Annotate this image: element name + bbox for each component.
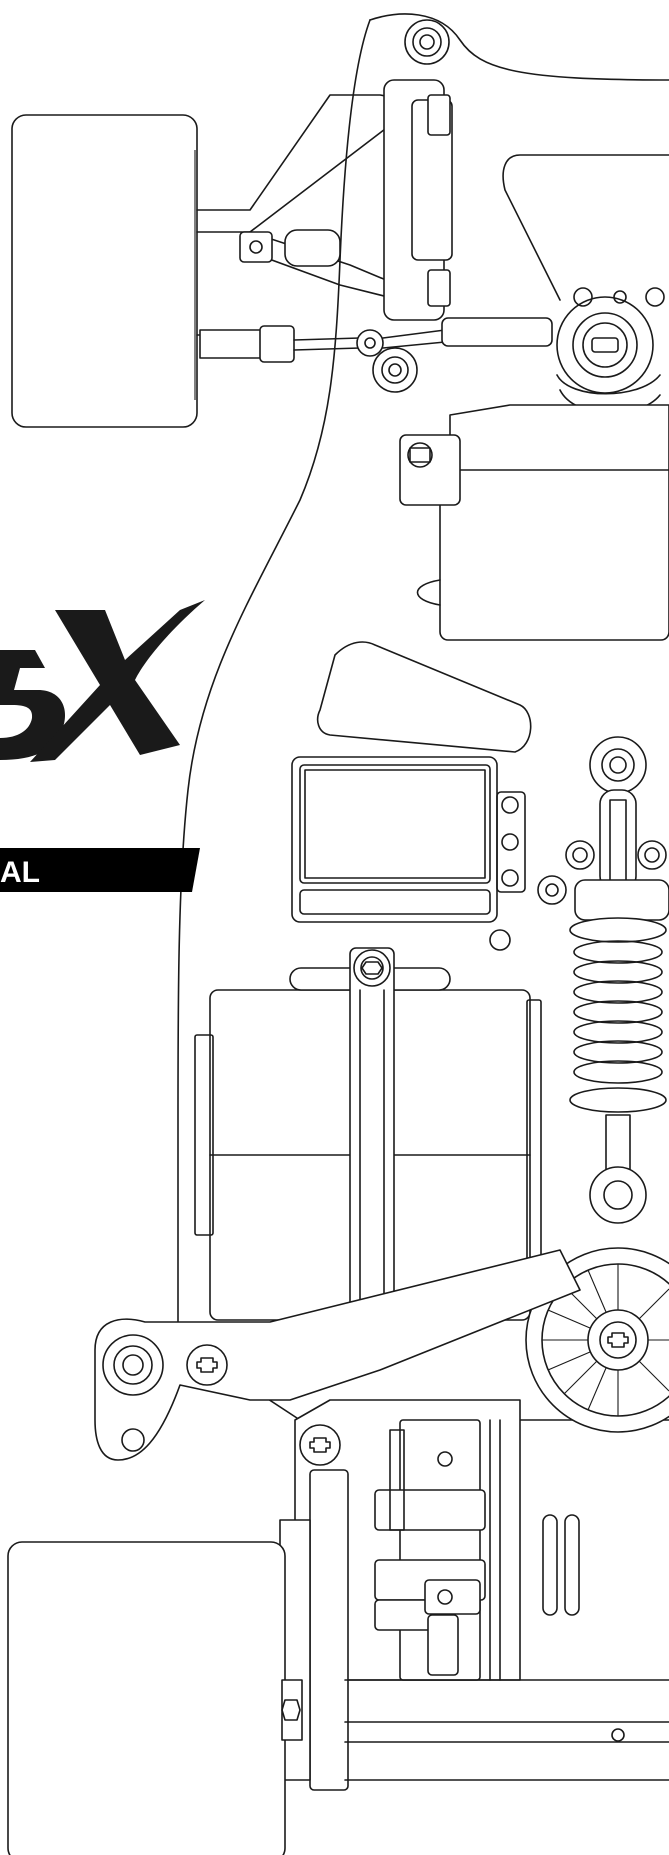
logo-x-glyph — [30, 600, 205, 762]
front-bulkhead-plate — [502, 154, 669, 301]
receiver-box — [291, 756, 526, 951]
servo-saver — [556, 287, 665, 414]
rear-axle-hex — [281, 1679, 303, 1741]
chassis-upper-edge — [369, 13, 669, 81]
brand-logo: 5X — [0, 600, 205, 762]
steering-servo — [399, 404, 669, 641]
lower-tie-rod — [196, 317, 553, 363]
upper-a-arm — [196, 94, 411, 301]
rear-left-wheel — [7, 1541, 286, 1855]
top-mount-post — [404, 19, 450, 65]
rear-slots — [542, 1514, 580, 1616]
battery-strap — [349, 947, 395, 1334]
logo-5-glyph — [0, 650, 65, 760]
rear-shock — [537, 736, 669, 1224]
front-left-wheel — [11, 114, 198, 428]
front-knuckle — [372, 79, 453, 393]
title-banner: AL — [0, 848, 200, 892]
title-banner-text: AL — [0, 856, 40, 889]
chassis-plate-outline — [177, 19, 669, 1421]
rear-suspension-arm — [94, 1249, 581, 1461]
motor-mount — [374, 1419, 501, 1681]
rear-chassis-rails — [344, 1679, 669, 1781]
chassis-cutout-top — [316, 641, 532, 753]
